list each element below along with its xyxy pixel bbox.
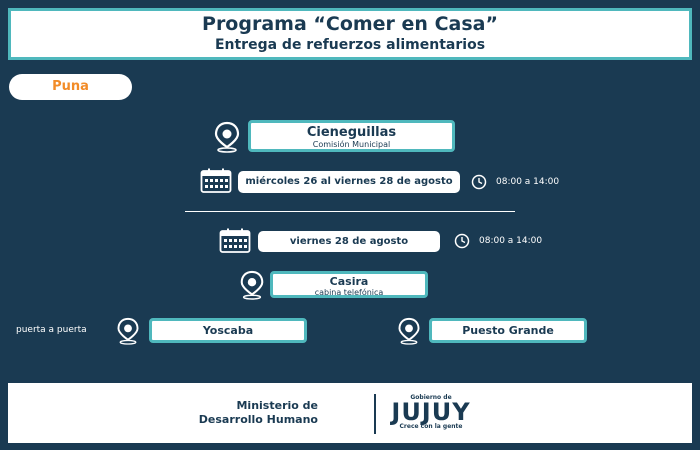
location-pin-icon [398, 317, 420, 345]
calendar-icon [200, 168, 232, 193]
ministry-name: Ministerio de Desarrollo Humano [199, 399, 318, 427]
government-logo: Gobierno de JUJUY Crece con la gente [386, 394, 476, 430]
divider [185, 211, 515, 212]
page-title: Programa “Comer en Casa” [202, 13, 498, 35]
region-badge: Puna [9, 74, 132, 100]
location-name: Cieneguillas [306, 125, 397, 140]
time-range-2: 08:00 a 14:00 [479, 236, 543, 246]
location-casira: Casira cabina telefónica [270, 271, 428, 298]
location-name: Yoscaba [202, 324, 254, 337]
gov-top-text: Gobierno de [410, 394, 452, 401]
location-name: Casira [329, 275, 369, 288]
gov-logo-text: JUJUY [391, 398, 471, 426]
footer-divider [374, 394, 376, 434]
date-range-1: miércoles 26 al viernes 28 de agosto [238, 171, 460, 193]
time-range-1: 08:00 a 14:00 [496, 177, 560, 187]
date-2: viernes 28 de agosto [258, 231, 440, 252]
header-box: Programa “Comer en Casa” Entrega de refu… [8, 8, 692, 60]
gov-tagline: Crece con la gente [399, 423, 463, 430]
footer: Ministerio de Desarrollo Humano Gobierno… [8, 383, 692, 443]
clock-icon [454, 233, 470, 249]
ministry-line-1: Ministerio de [236, 399, 318, 412]
clock-icon [471, 174, 487, 190]
location-subtitle: cabina telefónica [314, 288, 384, 297]
location-subtitle: Comisión Municipal [312, 140, 391, 149]
location-cieneguillas: Cieneguillas Comisión Municipal [248, 120, 455, 152]
location-puesto-grande: Puesto Grande [429, 318, 587, 343]
door-to-door-label: puerta a puerta [16, 325, 87, 335]
location-pin-icon [117, 317, 139, 345]
location-pin-icon [240, 270, 264, 300]
page-subtitle: Entrega de refuerzos alimentarios [214, 37, 486, 53]
location-yoscaba: Yoscaba [149, 318, 307, 343]
ministry-line-2: Desarrollo Humano [198, 413, 318, 426]
calendar-icon [219, 228, 251, 253]
location-name: Puesto Grande [462, 324, 554, 337]
location-pin-icon [214, 121, 240, 153]
